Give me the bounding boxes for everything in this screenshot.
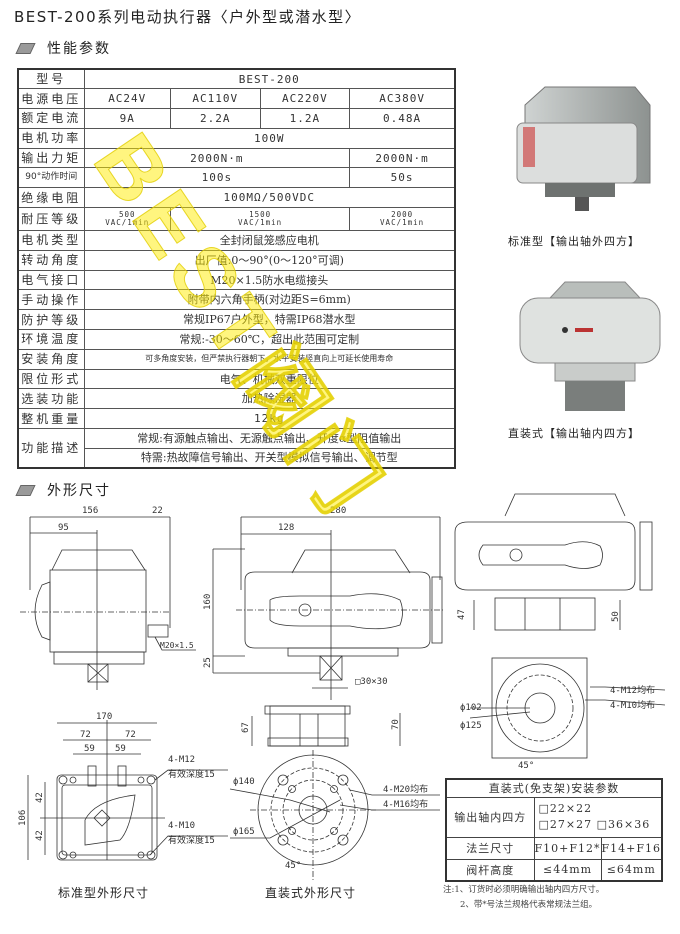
- dim-label: 72: [125, 730, 136, 740]
- table-title: 直装式(免支架)安装参数: [445, 778, 663, 798]
- install-params-table: 直装式(免支架)安装参数 输出轴内四方□22×22 □27×27 □36×36 法…: [445, 778, 663, 882]
- dim-label: 42: [35, 792, 45, 803]
- row-label: 耐压等级: [17, 207, 85, 232]
- direct-mount-bottom-view: ϕ140 ϕ165 4-M20均布 4-M16均布 45°: [229, 750, 440, 880]
- row-label: 输出轴内四方: [445, 796, 535, 838]
- dim-label: 4-M10均布: [610, 699, 655, 711]
- row-label: 法兰尺寸: [445, 836, 535, 860]
- table-row: 直装式(免支架)安装参数: [445, 778, 663, 798]
- drawing-caption: 直装式外形尺寸: [265, 886, 357, 900]
- dim-label: 4-M10: [168, 821, 195, 831]
- dim-label: 4-M12均布: [610, 684, 655, 696]
- note: 注:1、订货时必须明确输出轴内四方尺寸。: [443, 885, 605, 895]
- table-row: 转动角度出厂值:0～90°(0～120°可调): [17, 249, 456, 271]
- dim-label: 160: [203, 594, 213, 610]
- dim-label: ϕ165: [233, 827, 255, 837]
- cell: ≤44mm: [533, 858, 602, 882]
- dim-label: 170: [96, 712, 112, 722]
- dim-label: 有效深度15: [168, 834, 215, 846]
- value: 500: [118, 210, 136, 220]
- dim-label: 42: [35, 830, 45, 841]
- actuator-image: [519, 281, 661, 411]
- dim-label: 70: [391, 719, 401, 730]
- table-row: 输出轴内四方□22×22 □27×27 □36×36: [445, 796, 663, 838]
- unit: VAC/1min: [105, 218, 150, 228]
- dim-label: 67: [241, 722, 251, 733]
- dim-label: 4-M12: [168, 755, 195, 765]
- dim-label: 280: [330, 506, 346, 516]
- dim-label: ϕ102: [460, 703, 482, 713]
- cell: F14+F16: [600, 836, 663, 860]
- note: 2、带*号法兰规格代表常规法兰组。: [460, 900, 598, 910]
- shaft-size: □22×22: [538, 801, 593, 815]
- dim-label: 72: [80, 730, 91, 740]
- row-label: 功能描述: [17, 428, 85, 469]
- dim-label: ϕ125: [460, 721, 482, 731]
- direct-mount-right-view: 47 50 ϕ102 ϕ125 4-M12均布 4-M10均布 45°: [454, 493, 666, 771]
- table-row: 阀杆高度≤44mm≤64mm: [445, 858, 663, 882]
- photo-caption: 直装式【输出轴内四方】: [508, 427, 640, 440]
- dim-label: 156: [82, 506, 98, 516]
- dim-label: 有效深度15: [168, 768, 215, 780]
- section-title: 外形尺寸: [47, 483, 111, 499]
- standard-bottom-view: 170 72 72 59 59 106 42 42 4-M12 有效深度15 4…: [18, 712, 228, 861]
- actuator-image: [516, 86, 651, 211]
- value: 2000: [391, 210, 414, 220]
- dim-label: 95: [58, 523, 69, 533]
- dim-label: 59: [84, 744, 95, 754]
- cell: ≤64mm: [600, 858, 663, 882]
- value: 1500: [249, 210, 272, 220]
- direct-mount-actuator-photo: [505, 268, 665, 420]
- unit: VAC/1min: [238, 218, 283, 228]
- dim-label: 45°: [518, 761, 534, 771]
- unit: VAC/1min: [380, 218, 425, 228]
- shaft-size: □27×27 □36×36: [538, 818, 651, 831]
- dim-label: 22: [152, 506, 163, 516]
- table-row: 特需:热故障信号输出、开关型模拟信号输出、调节型: [18, 447, 456, 469]
- page-title: BEST-200系列电动执行器〈户外型或潜水型〉: [14, 8, 362, 26]
- section-title: 性能参数: [47, 41, 111, 57]
- drawing-caption: 标准型外形尺寸: [58, 886, 150, 900]
- direct-mount-front-view: 280 128 160 25 □30×30 67 70: [203, 506, 445, 747]
- dim-label: 4-M20均布: [383, 783, 428, 795]
- standard-side-view: 156 22 95 M20×1.5: [20, 506, 196, 690]
- row-label: 阀杆高度: [445, 858, 535, 882]
- dim-label: 50: [611, 611, 621, 622]
- dim-label: 25: [203, 657, 213, 668]
- section-dims-header: 外形尺寸: [15, 480, 111, 500]
- dim-label: 128: [278, 523, 294, 533]
- table-row: 环境温度常规:-30～60℃，超出此范围可定制: [17, 329, 456, 350]
- table-row: 限位形式电气、机械双重限位: [17, 368, 456, 390]
- dim-label: 106: [18, 810, 28, 826]
- dim-label: □30×30: [355, 677, 388, 687]
- cell: F10+F12*: [533, 836, 602, 860]
- dim-label: M20×1.5: [160, 641, 194, 650]
- photo-caption: 标准型【输出轴外四方】: [508, 235, 640, 248]
- dim-label: 59: [115, 744, 126, 754]
- cell: □22×22 □27×27 □36×36: [533, 796, 663, 838]
- standard-actuator-photo: [505, 65, 665, 225]
- dim-label: ϕ140: [233, 777, 255, 787]
- dim-label: 47: [457, 609, 467, 620]
- dim-label: 45°: [285, 861, 301, 871]
- dim-label: 4-M16均布: [383, 798, 428, 810]
- table-row: 功能描述常规:有源触点输出、无源触点输出、开度α型阻值输出: [17, 428, 456, 469]
- cell: 特需:热故障信号输出、开关型模拟信号输出、调节型: [83, 447, 456, 469]
- section-spec-header: 性能参数: [15, 38, 111, 58]
